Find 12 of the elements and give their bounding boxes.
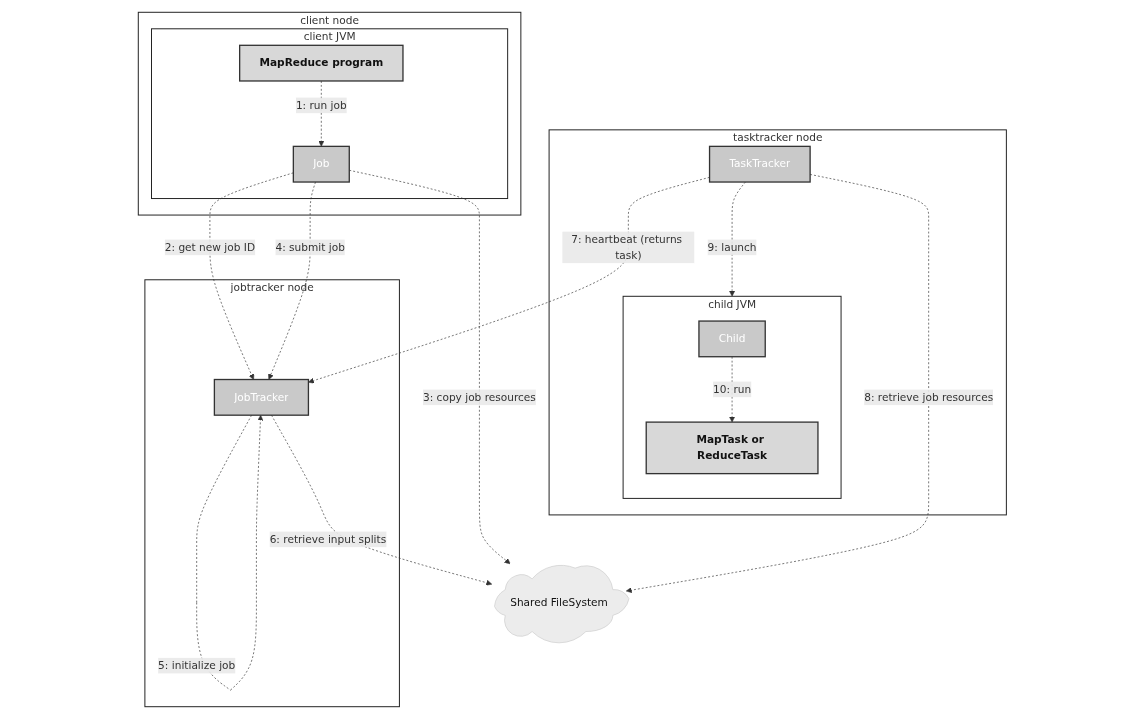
edge-label: 6: retrieve input splits (269, 532, 386, 545)
edge-label: 3: copy job resources (422, 390, 536, 403)
edge-label: 2: get new job ID (164, 240, 255, 253)
edge-label: 10: run (712, 382, 751, 395)
node-box: MapReduce program (238, 44, 404, 82)
node-box: MapTask or ReduceTask (645, 420, 819, 474)
edge-label: 8: retrieve job resources (863, 390, 993, 403)
edge-label: 1: run job (295, 98, 347, 111)
edge-label: 4: submit job (275, 240, 345, 253)
edge-label: 7: heartbeat (returns task) (570, 232, 682, 261)
edge-label: 9: launch (707, 240, 757, 253)
edge-label: 5: initialize job (157, 658, 235, 672)
